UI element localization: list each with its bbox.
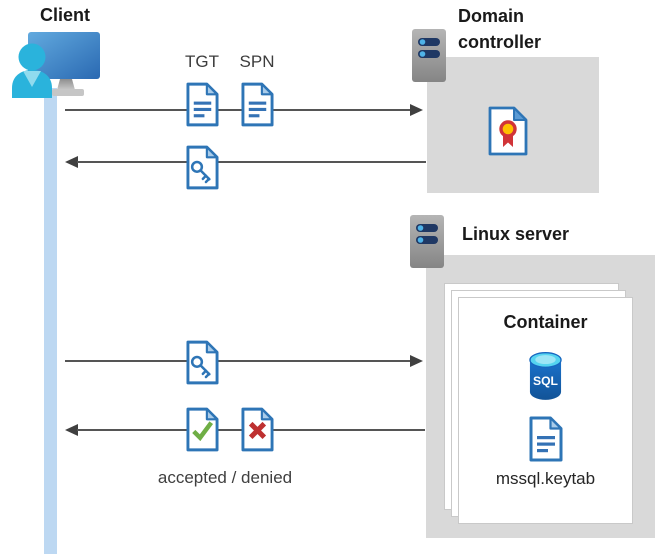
client-lifeline [44,88,57,554]
denied-cross-document-icon [241,407,274,452]
arrow-client-to-dc-head [410,104,423,116]
certificate-document-icon [488,106,528,156]
sql-database-icon: SQL [529,352,562,400]
accepted-check-document-icon [186,407,219,452]
linux-server-title: Linux server [462,224,570,244]
sql-badge-text: SQL [533,374,559,388]
client-title: Client [39,5,90,25]
arrow-dc-to-client-head [65,156,78,168]
key-ticket-document-icon-2 [186,340,219,385]
spn-label: SPN [239,52,275,71]
tgt-label: TGT [185,52,219,71]
spn-document-icon [241,82,274,127]
arrow-client-to-linux-head [410,355,423,367]
arrow-linux-to-client-head [65,424,78,436]
arrow-dc-to-client-line [77,161,426,163]
arrow-client-to-dc-line [65,109,411,111]
container-title: Container [503,312,588,332]
keytab-document-icon [529,416,562,462]
domain-controller-title: Domain controller [458,6,542,52]
container-card: Container SQL mssql.keytab [458,297,633,524]
arrow-client-to-linux-line [65,360,411,362]
tgt-document-icon [186,82,219,127]
key-ticket-document-icon [186,145,219,190]
client-user-monitor-icon [12,32,100,98]
domain-controller-server-icon [412,29,446,82]
result-label: accepted / denied [157,468,293,487]
keytab-file-name: mssql.keytab [495,469,596,488]
linux-server-icon [410,215,444,268]
